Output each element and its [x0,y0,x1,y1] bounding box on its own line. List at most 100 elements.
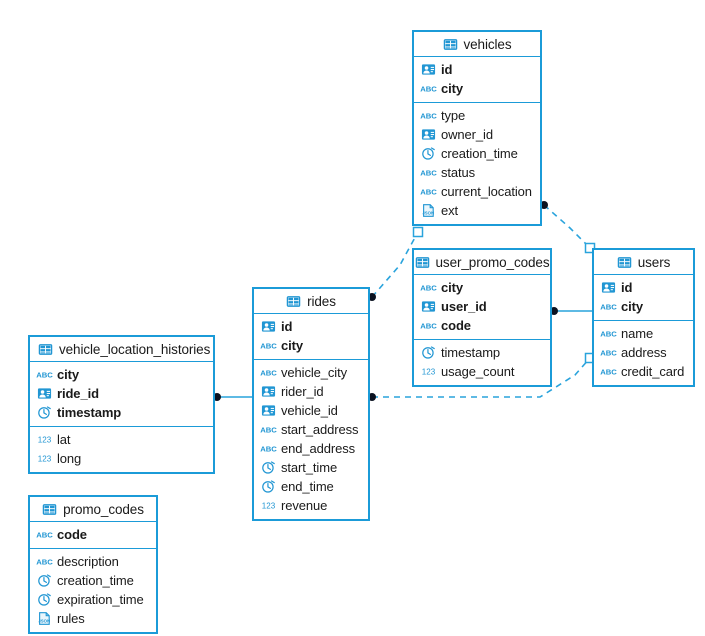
abc-icon: ABC [420,184,437,199]
field-label-users-id: id [621,280,633,295]
table-icon [42,502,57,517]
field-label-user_promo_codes-timestamp: timestamp [441,345,501,360]
key-person-icon [421,62,436,77]
field-label-rides-vehicle_city: vehicle_city [281,365,347,380]
svg-text:ABC: ABC [420,284,437,293]
clock-icon [261,460,276,475]
abc-icon: ABC [260,338,277,353]
table-title-vehicle_location_histories: vehicle_location_histories [59,341,211,357]
field-row-promo_codes-creation_time[interactable]: creation_time [30,571,156,590]
table-title-vehicles: vehicles [463,36,512,52]
field-row-vehicle_location_histories-ride_id[interactable]: ride_id [30,384,213,403]
field-label-users-credit_card: credit_card [621,364,685,379]
field-label-vehicles-city: city [441,81,464,96]
table-header-vehicle_location_histories[interactable]: vehicle_location_histories [30,337,213,362]
relationship-vehicles-to-users[interactable] [540,201,596,254]
field-row-vehicles-id[interactable]: id [414,60,540,79]
svg-text:ABC: ABC [420,112,437,121]
svg-text:ABC: ABC [420,169,437,178]
field-row-users-id[interactable]: id [594,278,693,297]
abc-icon: ABC [260,422,277,437]
clock-icon [37,573,52,588]
field-row-user_promo_codes-timestamp[interactable]: timestamp [414,343,550,362]
relationship-user-promo-codes-to-users[interactable] [550,307,592,315]
svg-text:JSON: JSON [422,211,434,216]
field-label-rides-end_address: end_address [281,441,356,456]
key-person-icon [261,384,276,399]
abc-icon: ABC [36,367,53,382]
field-label-user_promo_codes-usage_count: usage_count [441,364,515,379]
field-label-rides-vehicle_id: vehicle_id [281,403,338,418]
abc-icon: ABC [420,280,437,295]
svg-text:ABC: ABC [260,426,277,435]
field-label-vehicles-ext: ext [441,203,459,218]
table-icon [415,255,430,270]
relationship-vehicle-location-histories-to-rides[interactable] [213,393,252,401]
clock-icon [37,405,52,420]
table-header-user_promo_codes[interactable]: user_promo_codes [414,250,550,275]
field-row-rides-rider_id[interactable]: rider_id [254,382,368,401]
field-row-rides-start_time[interactable]: start_time [254,458,368,477]
field-row-vehicles-city[interactable]: ABC city [414,79,540,98]
field-row-rides-vehicle_id[interactable]: vehicle_id [254,401,368,420]
table-icon [286,294,301,309]
field-row-vehicles-ext[interactable]: JSON ext [414,201,540,220]
table-header-users[interactable]: users [594,250,693,275]
field-row-vehicles-creation_time[interactable]: creation_time [414,144,540,163]
svg-text:ABC: ABC [420,85,437,94]
table-header-rides[interactable]: rides [254,289,368,314]
field-label-rides-rider_id: rider_id [281,384,324,399]
clock-icon [421,146,436,161]
field-row-vehicles-owner_id[interactable]: owner_id [414,125,540,144]
field-label-rides-start_time: start_time [281,460,338,475]
table-header-vehicles[interactable]: vehicles [414,32,540,57]
field-row-rides-end_time[interactable]: end_time [254,477,368,496]
field-label-promo_codes-code: code [57,527,87,542]
key-person-icon [37,386,52,401]
field-label-rides-end_time: end_time [281,479,334,494]
field-row-vehicle_location_histories-timestamp[interactable]: timestamp [30,403,213,422]
number-icon: 123 [37,432,52,447]
table-header-promo_codes[interactable]: promo_codes [30,497,156,522]
field-label-vehicles-creation_time: creation_time [441,146,518,161]
table-title-promo_codes: promo_codes [63,501,144,517]
field-row-rides-id[interactable]: id [254,317,368,336]
field-row-promo_codes-expiration_time[interactable]: expiration_time [30,590,156,609]
svg-text:ABC: ABC [420,188,437,197]
svg-text:123: 123 [38,435,52,444]
field-row-user_promo_codes-user_id[interactable]: user_id [414,297,550,316]
